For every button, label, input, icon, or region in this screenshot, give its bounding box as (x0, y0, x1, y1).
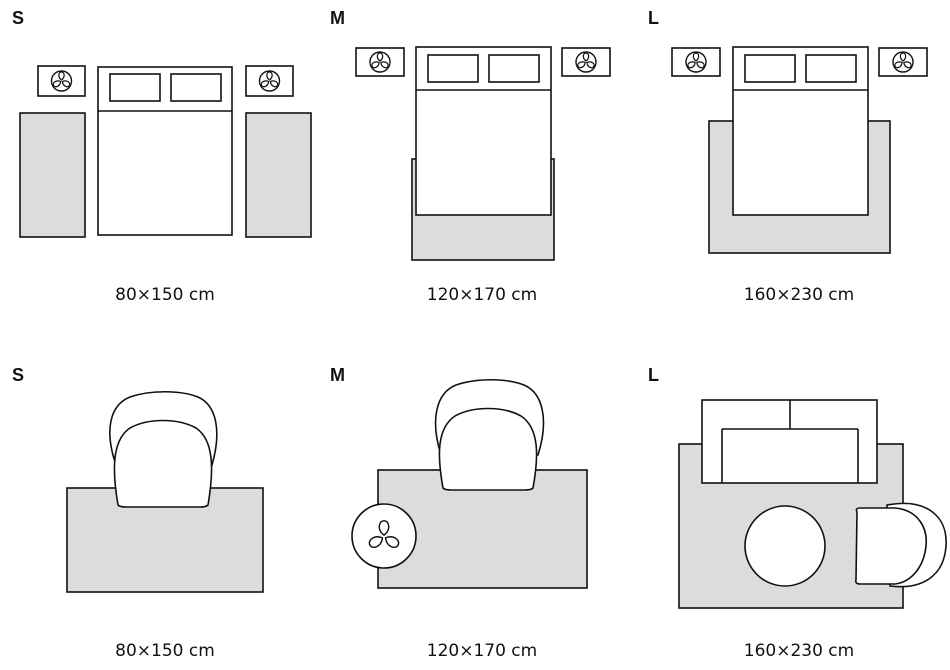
nightstand-icon (37, 65, 86, 97)
nightstand-icon (245, 65, 294, 97)
size-label: L (648, 365, 659, 385)
nightstand-icon (671, 47, 721, 77)
dimensions-label: 160×230 cm (744, 641, 854, 661)
armchair-icon (109, 391, 218, 508)
dimensions-label: 120×170 cm (427, 285, 537, 305)
panel-living-large: L 160×230 cm (648, 365, 947, 661)
dimensions-label: 120×170 cm (427, 641, 537, 661)
panel-bedroom-medium: M 120×170 cm (330, 8, 611, 305)
size-label: M (330, 8, 345, 28)
bed-icon (415, 46, 552, 216)
panel-living-small: S 80×150 cm (12, 365, 264, 661)
armchair-icon (434, 379, 545, 491)
bed-icon (732, 46, 869, 216)
size-label: S (12, 8, 24, 28)
panel-bedroom-large: L 160×230 cm (648, 8, 928, 305)
panel-living-medium: M 120×170 cm (330, 365, 588, 661)
dimensions-label: 80×150 cm (115, 641, 215, 661)
rug-right (245, 112, 312, 238)
dimensions-label: 80×150 cm (115, 285, 215, 305)
nightstand-icon (355, 47, 405, 77)
panel-bedroom-small: S 80×150 cm (12, 8, 312, 305)
sofa-icon (701, 399, 878, 484)
size-label: S (12, 365, 24, 385)
nightstand-icon (878, 47, 928, 77)
rug-left (19, 112, 86, 238)
size-label: L (648, 8, 659, 28)
dimensions-label: 160×230 cm (744, 285, 854, 305)
nightstand-icon (561, 47, 611, 77)
round-table-icon (744, 505, 826, 587)
bed-icon (97, 66, 233, 236)
plant-icon (351, 503, 417, 569)
armchair-icon (855, 502, 947, 588)
size-label: M (330, 365, 345, 385)
